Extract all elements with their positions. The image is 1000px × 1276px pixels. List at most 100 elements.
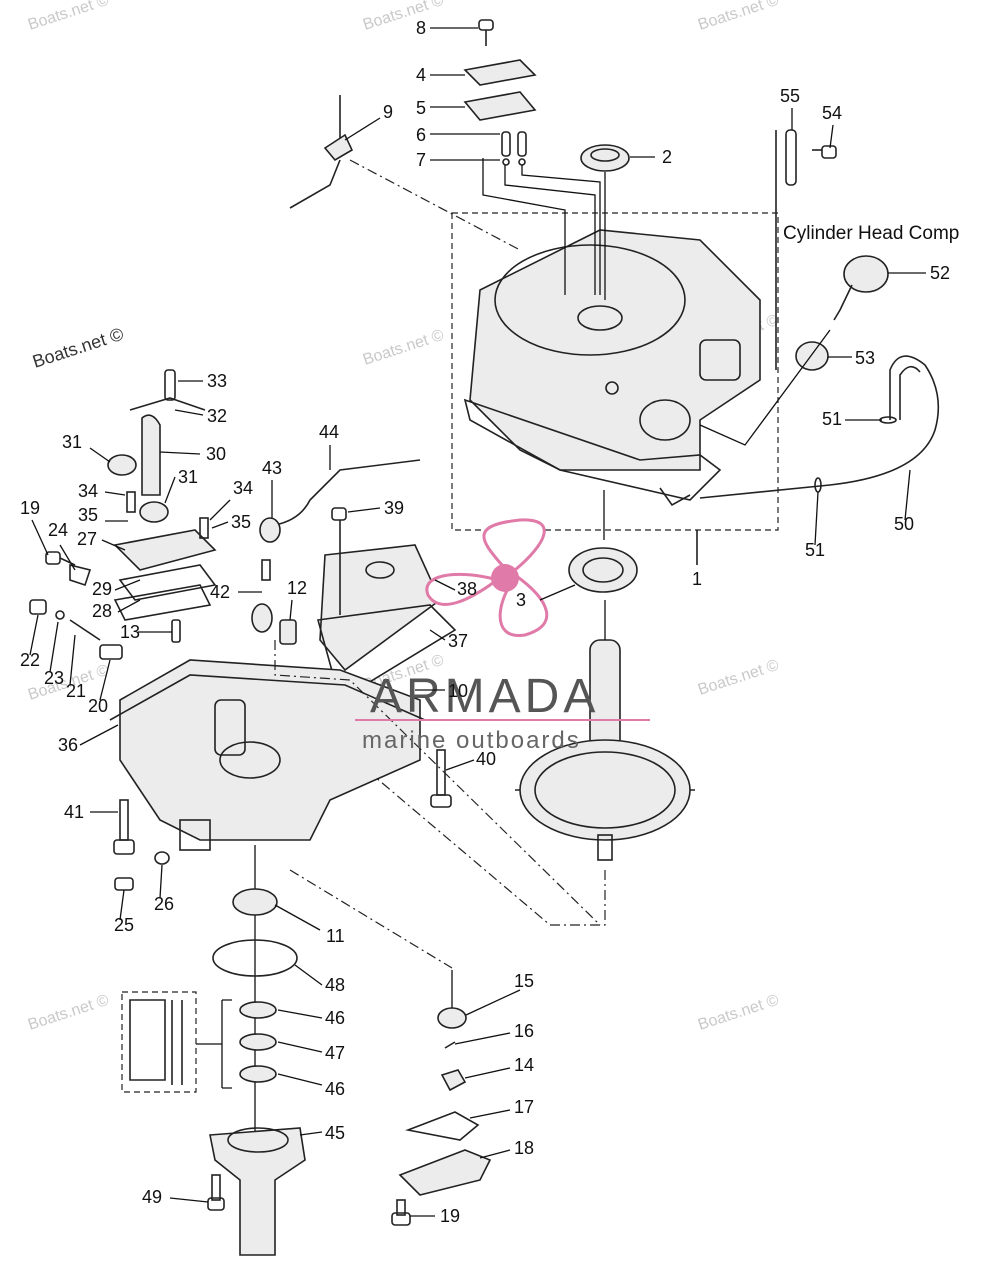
- callout-leader: [79, 724, 119, 746]
- callout-leader: [174, 409, 204, 416]
- callout-number: 35: [231, 512, 251, 532]
- section-label: Cylinder Head Comp: [783, 223, 959, 244]
- callout-number: 45: [325, 1123, 345, 1143]
- callout-leader: [117, 599, 141, 613]
- callout-number: 4: [416, 65, 426, 85]
- watermark: Boats.net ©: [361, 327, 446, 369]
- callout-number: 41: [64, 802, 84, 822]
- callout-number: 31: [178, 467, 198, 487]
- callout-number: 19: [440, 1206, 460, 1226]
- callout-number: 8: [416, 18, 426, 38]
- callout-number: 15: [514, 971, 534, 991]
- callout-number: 34: [78, 481, 98, 501]
- callout-leader: [454, 1032, 511, 1045]
- callout-leader: [59, 544, 76, 571]
- callout-leader: [464, 1067, 511, 1079]
- callout-leader: [69, 634, 76, 686]
- callout-number: 24: [48, 520, 68, 540]
- callout-number: 36: [58, 735, 78, 755]
- callout-leader: [119, 889, 125, 921]
- callout-number: 10: [448, 681, 468, 701]
- callout-leader: [169, 1197, 209, 1203]
- callout-number: 43: [262, 458, 282, 478]
- callout-leader: [274, 904, 321, 931]
- callout-number: 7: [416, 150, 426, 170]
- dipstick-parts: [775, 129, 837, 370]
- housing: [463, 229, 761, 507]
- callout-leader: [904, 469, 911, 521]
- callout-number: 9: [383, 102, 393, 122]
- callout-number: 12: [287, 578, 307, 598]
- oil-seal-top: [580, 144, 630, 300]
- callout-leader: [479, 1149, 511, 1159]
- callout-number: 5: [416, 98, 426, 118]
- sensor-parts: [251, 459, 421, 645]
- callout-leader: [829, 124, 834, 149]
- callout-number: 6: [416, 125, 426, 145]
- callout-number: 49: [142, 1187, 162, 1207]
- watermark: Boats.net ©: [696, 657, 781, 699]
- callout-leader: [277, 1009, 323, 1019]
- callout-number: 16: [514, 1021, 534, 1041]
- callout-leader: [99, 659, 111, 701]
- logo-name: ARMADA: [370, 670, 599, 723]
- callout-number: 28: [92, 601, 112, 621]
- callout-leader: [89, 447, 111, 463]
- credit-text: Boats.net ©: [30, 324, 126, 372]
- callout-leader: [344, 117, 381, 141]
- watermark: Boats.net ©: [696, 0, 781, 34]
- oil-cap: [699, 255, 889, 446]
- logo-tagline: marine outboards: [362, 727, 581, 754]
- callout-number: 1: [692, 569, 702, 589]
- callout-leader: [29, 614, 39, 656]
- callout-number: 26: [154, 894, 174, 914]
- callout-number: 11: [326, 926, 345, 946]
- cover-plate: [316, 507, 457, 702]
- breather-cover-group: [107, 369, 217, 621]
- callout-leader: [434, 579, 456, 591]
- callout-leader: [429, 629, 446, 641]
- callout-leader: [159, 864, 163, 899]
- callout-number: 42: [210, 582, 230, 602]
- lever-rod: [289, 95, 521, 251]
- assembly-box: [451, 212, 779, 531]
- callout-leader: [347, 507, 381, 513]
- callout-number: 52: [930, 263, 950, 283]
- callout-number: 50: [894, 514, 914, 534]
- callout-leader: [101, 539, 126, 551]
- callout-number: 20: [88, 696, 108, 716]
- callout-number: 53: [855, 348, 875, 368]
- callout-group: 1234567891011121314151617181919202122232…: [20, 18, 950, 1226]
- callout-leader: [539, 584, 576, 601]
- callout-leader: [294, 964, 323, 986]
- callout-leader: [277, 1041, 323, 1053]
- callout-leader: [814, 491, 819, 546]
- callout-number: 40: [476, 749, 496, 769]
- callout-leader: [289, 599, 293, 621]
- callout-number: 35: [78, 505, 98, 525]
- callout-number: 38: [457, 579, 477, 599]
- callout-number: 27: [77, 529, 97, 549]
- callout-number: 31: [62, 432, 82, 452]
- callout-number: 13: [120, 622, 140, 642]
- callout-number: 14: [514, 1055, 534, 1075]
- callout-number: 47: [325, 1043, 345, 1063]
- callout-number: 51: [822, 409, 842, 429]
- top-cover-parts: [463, 19, 601, 295]
- callout-number: 44: [319, 422, 339, 442]
- callout-number: 39: [384, 498, 404, 518]
- watermark: Boats.net ©: [696, 992, 781, 1034]
- callout-leader: [209, 499, 231, 521]
- callout-number: 54: [822, 103, 842, 123]
- callout-number: 33: [207, 371, 227, 391]
- callout-leader: [277, 1073, 323, 1086]
- callout-leader: [211, 521, 229, 529]
- callout-number: 46: [325, 1079, 345, 1099]
- callout-number: 34: [233, 478, 253, 498]
- callout-number: 48: [325, 975, 345, 995]
- callout-number: 30: [206, 444, 226, 464]
- callout-number: 22: [20, 650, 40, 670]
- callout-leader: [31, 519, 49, 556]
